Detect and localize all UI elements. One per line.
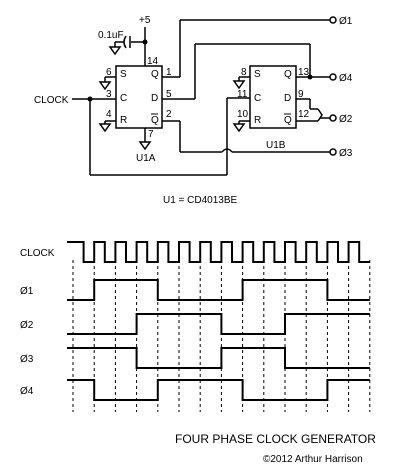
u1b-c-label: C bbox=[254, 93, 261, 104]
waveform-label: Ø4 bbox=[20, 386, 34, 397]
ground-icon bbox=[108, 46, 122, 56]
waveform-1 bbox=[67, 279, 370, 301]
u1b-pin-10: 10 bbox=[237, 109, 249, 120]
ground-icon bbox=[98, 123, 112, 133]
u1a-pin-3: 3 bbox=[106, 89, 112, 100]
u1b-pin-9: 9 bbox=[298, 89, 304, 100]
capacitor-label: 0.1uF bbox=[98, 30, 124, 41]
u1a-pin-2: 2 bbox=[166, 109, 172, 120]
clock-input-label: CLOCK bbox=[34, 95, 69, 106]
u1a-pin-1: 1 bbox=[166, 67, 172, 78]
u1b-qbar-label: Q bbox=[284, 115, 292, 126]
diagram-title: FOUR PHASE CLOCK GENERATOR bbox=[175, 432, 376, 446]
u1b-pin-8: 8 bbox=[241, 67, 247, 78]
output-terminal-icon bbox=[329, 148, 337, 156]
u1a-s-label: S bbox=[120, 69, 127, 80]
u1a-d-label: D bbox=[151, 93, 158, 104]
u1a-q-label: Q bbox=[151, 69, 159, 80]
supply-label: +5 bbox=[139, 15, 151, 26]
output-terminal-icon bbox=[329, 16, 337, 24]
u1b-s-label: S bbox=[254, 69, 261, 80]
waveform-2 bbox=[67, 313, 370, 335]
u1b-body bbox=[249, 65, 297, 129]
u1a-pin-7: 7 bbox=[148, 129, 154, 140]
waveform-label: Ø3 bbox=[20, 354, 34, 365]
u1a-name: U1A bbox=[136, 153, 156, 164]
u1a-qbar-label: Q bbox=[151, 115, 159, 126]
output-label-phase3: Ø3 bbox=[339, 148, 353, 159]
waveform-3 bbox=[67, 347, 370, 369]
u1b-r-label: R bbox=[254, 115, 261, 126]
ground-icon bbox=[138, 141, 152, 151]
output-terminal-icon bbox=[329, 114, 337, 122]
output-label-phase4: Ø4 bbox=[339, 73, 353, 84]
waveform-4 bbox=[67, 379, 370, 401]
part-note: U1 = CD4013BE bbox=[163, 195, 238, 206]
u1b-pin-11: 11 bbox=[237, 89, 248, 100]
waveform-0 bbox=[67, 241, 370, 263]
ground-icon bbox=[232, 123, 246, 133]
u1a-r-label: R bbox=[120, 115, 127, 126]
waveform-label: Ø1 bbox=[20, 286, 34, 297]
u1b-name: U1B bbox=[266, 140, 286, 151]
ground-icon bbox=[98, 81, 112, 91]
waveform-label: CLOCK bbox=[20, 248, 55, 259]
capacitor-plate-icon bbox=[123, 35, 127, 49]
u1a-c-label: C bbox=[120, 93, 127, 104]
output-label-phase2: Ø2 bbox=[339, 114, 353, 125]
u1a-pin-4: 4 bbox=[106, 109, 112, 120]
copyright-text: ©2012 Arthur Harrison bbox=[263, 454, 363, 465]
u1b-q-label: Q bbox=[284, 69, 292, 80]
waveform-label: Ø2 bbox=[20, 320, 34, 331]
ground-icon bbox=[232, 80, 246, 90]
schematic: S C R Q D Q U1A 14 6 3 4 1 5 2 7 bbox=[34, 15, 353, 206]
u1a-pin-6: 6 bbox=[106, 67, 112, 78]
u1a-pin-5: 5 bbox=[166, 89, 172, 100]
u1b-pin-13: 13 bbox=[298, 67, 310, 78]
u1b-d-label: D bbox=[284, 93, 291, 104]
output-label-phase1: Ø1 bbox=[339, 16, 353, 27]
u1a-pin-14: 14 bbox=[147, 56, 159, 67]
u1a-body bbox=[115, 65, 163, 129]
u1b-pin-12: 12 bbox=[298, 109, 310, 120]
output-terminal-icon bbox=[329, 73, 337, 81]
